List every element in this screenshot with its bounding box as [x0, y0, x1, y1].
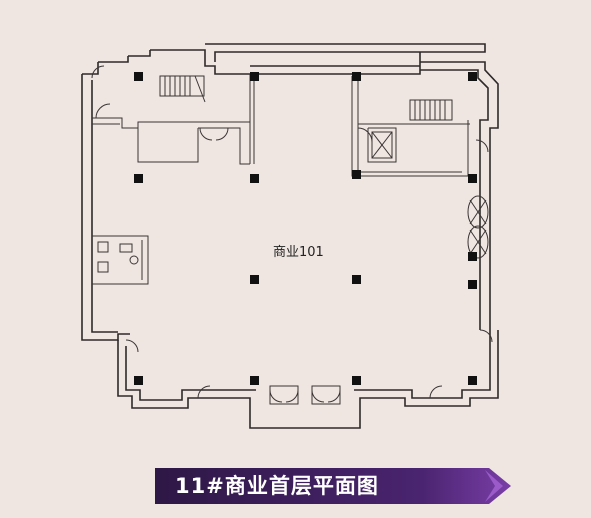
plan-title: 11#商业首层平面图 [175, 474, 379, 498]
outer-walls [81, 43, 499, 429]
stair-right [409, 99, 453, 121]
restroom-fixtures [97, 241, 139, 273]
east-entrance [467, 195, 489, 259]
columns [134, 72, 477, 385]
room-label: 商业101 [273, 245, 324, 260]
doors [91, 65, 493, 405]
elevator-symbol [371, 131, 393, 159]
stair-left [159, 75, 206, 103]
title-banner [155, 468, 511, 504]
